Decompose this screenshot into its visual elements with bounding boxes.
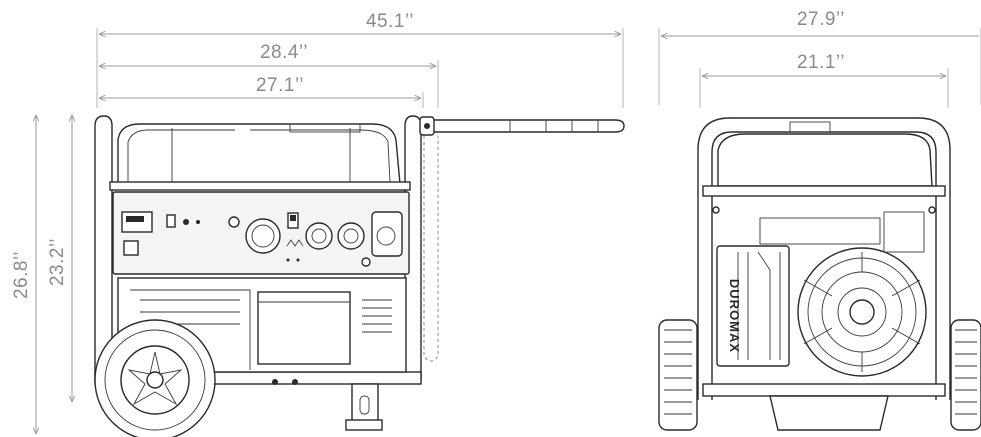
mount-bolt bbox=[272, 379, 278, 385]
indicator-light bbox=[183, 219, 189, 225]
terminal-dot bbox=[296, 258, 300, 262]
ground-screw bbox=[361, 257, 371, 267]
hinge-pin bbox=[424, 123, 430, 129]
indicator-light bbox=[196, 220, 200, 224]
breaker-button bbox=[228, 216, 240, 228]
selector-knob bbox=[290, 215, 296, 221]
generator-side-view bbox=[94, 115, 625, 437]
tire-tread bbox=[955, 329, 977, 415]
length-overall-label: 45.1’’ bbox=[366, 11, 414, 32]
engine-top bbox=[759, 217, 881, 245]
tire-tread bbox=[664, 329, 692, 415]
wheel-left bbox=[658, 319, 698, 431]
outlet-face bbox=[311, 228, 327, 244]
mount-bolt bbox=[292, 379, 298, 385]
wheel-spokes bbox=[127, 351, 183, 406]
outlet-medium bbox=[337, 222, 365, 250]
muffler-guard bbox=[883, 211, 925, 253]
outlet-medium bbox=[305, 222, 333, 250]
brand-label: DUROMAX bbox=[727, 279, 742, 353]
tank-contour bbox=[127, 129, 235, 182]
handle-bar bbox=[434, 119, 625, 133]
terminal-dot bbox=[286, 258, 290, 262]
label-bg bbox=[245, 74, 317, 96]
meter-display bbox=[126, 216, 144, 222]
dimension-labels: 45.1’’ 28.4’’ 27.1’’ 27.9’’ 21.1’’ 26.8’… bbox=[11, 8, 856, 299]
support-foot bbox=[345, 419, 383, 431]
label-bg bbox=[785, 51, 855, 73]
outlet-face bbox=[376, 226, 396, 246]
frame-outer bbox=[697, 117, 951, 400]
dc-terminal bbox=[286, 239, 304, 247]
handle-folded-position bbox=[423, 136, 439, 362]
wheel-right bbox=[950, 319, 981, 431]
label-bg bbox=[355, 8, 425, 30]
frame-base bbox=[702, 383, 946, 397]
height-frame-label: 23.2’’ bbox=[47, 238, 68, 286]
frame-crossbar-front bbox=[702, 185, 946, 197]
dimension-lines bbox=[36, 28, 981, 434]
label-bg bbox=[786, 8, 856, 30]
length-body-label: 27.1’’ bbox=[256, 75, 304, 96]
bolt bbox=[712, 206, 720, 214]
support-leg bbox=[351, 383, 379, 423]
outlet-face bbox=[251, 224, 275, 248]
recoil-fins bbox=[803, 252, 921, 372]
outlet-face bbox=[343, 228, 359, 244]
air-filter-detail bbox=[737, 251, 781, 360]
wheel-axle bbox=[146, 371, 164, 389]
cooling-fins bbox=[362, 299, 392, 333]
generator-front-view: DUROMAX bbox=[658, 117, 981, 431]
length-frame-label: 28.4’’ bbox=[260, 42, 308, 63]
frame-crossbar bbox=[109, 181, 411, 191]
width-overall-label: 27.9’’ bbox=[797, 9, 845, 30]
outlet-large bbox=[245, 218, 281, 254]
bolt bbox=[928, 206, 936, 214]
leg-slot bbox=[359, 395, 370, 415]
width-frame-label: 21.1’’ bbox=[797, 52, 845, 73]
tank-cap bbox=[289, 123, 361, 133]
frame-tube-left bbox=[94, 115, 113, 381]
recoil-center bbox=[849, 299, 875, 325]
main-switch bbox=[123, 240, 139, 256]
alternator-housing bbox=[257, 291, 351, 365]
wheel-tire-inner bbox=[104, 329, 206, 431]
toggle-switch bbox=[166, 214, 176, 228]
label-bg bbox=[248, 42, 320, 64]
height-overall-label: 26.8’’ bbox=[11, 251, 32, 299]
fuel-tank-front bbox=[717, 133, 933, 187]
recoil-ring bbox=[837, 287, 887, 337]
outlet-duplex bbox=[371, 211, 403, 257]
air-filter-box bbox=[716, 245, 790, 367]
engine-detail bbox=[130, 289, 251, 370]
fuel-tank bbox=[117, 123, 401, 185]
engine-base-mount bbox=[769, 395, 889, 431]
fuel-cap bbox=[789, 121, 831, 133]
